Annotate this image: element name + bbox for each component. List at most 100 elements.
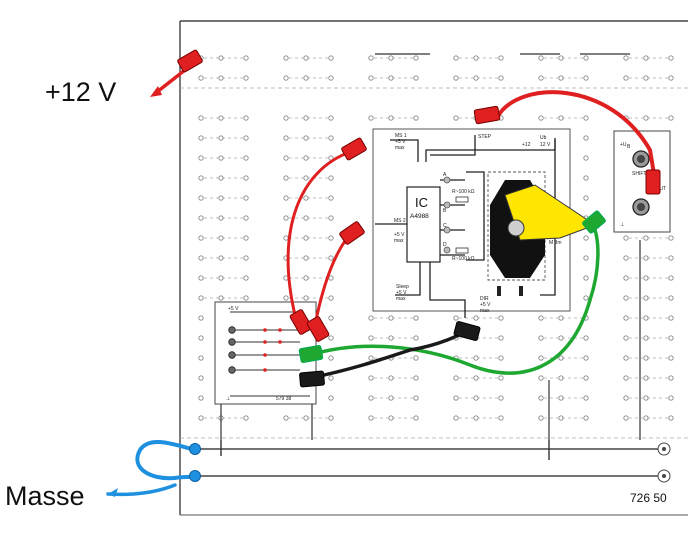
switch-ground-symbol: ⊥: [226, 396, 230, 402]
grid-node: [623, 395, 629, 401]
pin-d-label: D: [443, 242, 447, 248]
grid-node: [623, 255, 629, 261]
resistor-top-label: R~100 kΩ: [452, 189, 475, 195]
grid-node: [328, 55, 334, 61]
grid-node: [668, 395, 674, 401]
dir-max: max: [480, 308, 490, 314]
grid-node: [668, 275, 674, 281]
plugs: [177, 49, 661, 482]
grid-node: [623, 295, 629, 301]
grid-node: [413, 375, 419, 381]
grid-node: [328, 235, 334, 241]
grid-node: [498, 335, 504, 341]
grid-node: [413, 55, 419, 61]
ms1-label: MS 1: [395, 133, 407, 139]
ms2-label: MS 2: [394, 218, 406, 224]
grid-node: [623, 55, 629, 61]
grid-node: [328, 75, 334, 81]
breadboard-grid: [198, 55, 674, 421]
grid-node: [583, 235, 589, 241]
grid-node: [498, 315, 504, 321]
pin-b-label: B: [443, 208, 447, 214]
blue-wire-ground: [135, 440, 195, 481]
grid-node: [538, 55, 544, 61]
grid-node: [368, 355, 374, 361]
driver-traces: [375, 135, 556, 318]
grid-node: [583, 115, 589, 121]
grid-node: [623, 375, 629, 381]
grid-node: [283, 115, 289, 121]
grid-node: [583, 175, 589, 181]
grid-node: [328, 395, 334, 401]
grid-node: [498, 375, 504, 381]
grid-node: [413, 315, 419, 321]
grid-node: [583, 135, 589, 141]
grid-node: [283, 175, 289, 181]
grid-node: [583, 335, 589, 341]
grid-node: [413, 355, 419, 361]
pin-a-socket: [443, 176, 451, 184]
motor-shaft: [507, 219, 525, 237]
grid-node: [538, 115, 544, 121]
power-vin-sub: B: [627, 144, 631, 150]
grid-node: [243, 195, 249, 201]
ms2-level: +5 V: [394, 232, 405, 238]
black-wire-step: [308, 328, 470, 380]
grid-node: [453, 115, 459, 121]
grid-node: [668, 295, 674, 301]
ms2-max: max: [394, 238, 404, 244]
grid-node: [328, 195, 334, 201]
grid-node: [283, 75, 289, 81]
grid-node: [583, 355, 589, 361]
grid-node: [583, 195, 589, 201]
grid-node: [413, 75, 419, 81]
grid-node: [368, 415, 374, 421]
grid-node: [328, 355, 334, 361]
pin-c-socket: [443, 226, 451, 234]
grid-node: [668, 335, 674, 341]
grid-node: [368, 335, 374, 341]
ground-label: Masse: [5, 481, 85, 511]
grid-node: [368, 55, 374, 61]
grid-node: [243, 115, 249, 121]
grid-node: [368, 75, 374, 81]
grid-node: [668, 415, 674, 421]
grid-node: [368, 315, 374, 321]
grid-node: [453, 415, 459, 421]
plug-step-red: [473, 105, 501, 125]
grid-node: [328, 275, 334, 281]
grid-node: [453, 395, 459, 401]
plug-power-red: [645, 169, 661, 195]
switch-part-number: 579 38: [276, 396, 292, 402]
grid-node: [198, 375, 204, 381]
grid-node: [283, 195, 289, 201]
grid-node: [328, 335, 334, 341]
grid-node: [328, 175, 334, 181]
power-ground-symbol: ⊥: [620, 222, 624, 228]
supply-arrow-head: [150, 86, 162, 97]
grid-node: [413, 395, 419, 401]
green-wire-dir: [308, 223, 600, 375]
power-vin-label: +U: [620, 142, 627, 148]
grid-node: [498, 75, 504, 81]
grid-node: [668, 255, 674, 261]
grid-node: [198, 215, 204, 221]
grid-node: [413, 415, 419, 421]
grid-node: [243, 175, 249, 181]
grid-node: [198, 275, 204, 281]
grid-node: [243, 155, 249, 161]
power-module: +U B SHIFT UOUT ⊥: [613, 130, 671, 233]
grid-node: [198, 355, 204, 361]
grid-node: [198, 315, 204, 321]
grid-node: [583, 255, 589, 261]
plug-ground-blue-top: [189, 443, 201, 455]
plug-switch-red-1: [289, 309, 313, 335]
grid-node: [623, 75, 629, 81]
plug-ground-blue-bottom: [189, 470, 201, 482]
switch-supply-label: +5 V: [228, 306, 239, 312]
grid-node: [623, 335, 629, 341]
dir-label: DIR: [480, 296, 489, 302]
grid-node: [198, 195, 204, 201]
resistor-bottom-label: R~100 kΩ: [452, 256, 475, 262]
